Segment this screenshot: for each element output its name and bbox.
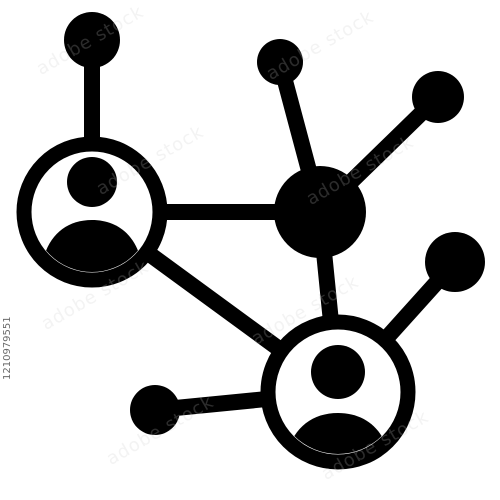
user-b-body-icon	[286, 413, 390, 454]
network-node-right	[412, 71, 464, 123]
network-hub-node	[274, 166, 366, 258]
network-node-top	[257, 39, 303, 85]
stock-id-label: 1210979551	[2, 316, 13, 380]
network-node-top-left	[64, 12, 120, 68]
user-node-a	[16, 136, 168, 288]
network-node-right-lower	[425, 232, 485, 292]
user-node-b	[260, 314, 416, 470]
user-a-body-icon	[42, 220, 142, 272]
network-node-left-lower	[130, 385, 180, 435]
user-b-head-icon	[311, 345, 365, 399]
user-a-head-icon	[67, 157, 117, 207]
